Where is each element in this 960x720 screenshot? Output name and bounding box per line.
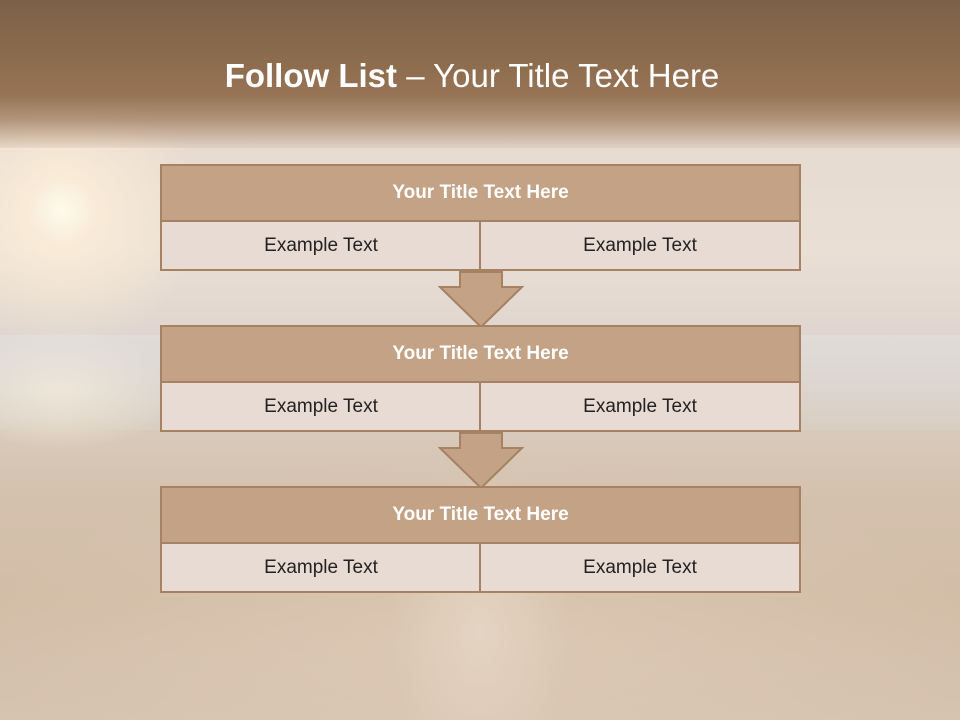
- step-block-2: Your Title Text Here Example Text Exampl…: [160, 325, 801, 432]
- step-title: Your Title Text Here: [160, 164, 801, 222]
- step-block-3: Your Title Text Here Example Text Exampl…: [160, 486, 801, 593]
- slide-title-bold: Follow List: [224, 57, 398, 94]
- step-cell-left: Example Text: [160, 542, 482, 593]
- step-cell-left: Example Text: [160, 220, 482, 271]
- step-title: Your Title Text Here: [160, 325, 801, 383]
- slide-title: Follow List – Your Title Text Here: [0, 56, 944, 96]
- step-block-1: Your Title Text Here Example Text Exampl…: [160, 164, 801, 271]
- slide-title-rest: – Your Title Text Here: [397, 57, 720, 94]
- step-cell-left: Example Text: [160, 381, 482, 432]
- header-band: [0, 0, 960, 148]
- down-arrow-icon: [438, 432, 524, 490]
- step-cell-right: Example Text: [479, 220, 801, 271]
- step-cell-right: Example Text: [479, 542, 801, 593]
- step-cell-right: Example Text: [479, 381, 801, 432]
- step-title: Your Title Text Here: [160, 486, 801, 544]
- down-arrow-icon: [438, 271, 524, 329]
